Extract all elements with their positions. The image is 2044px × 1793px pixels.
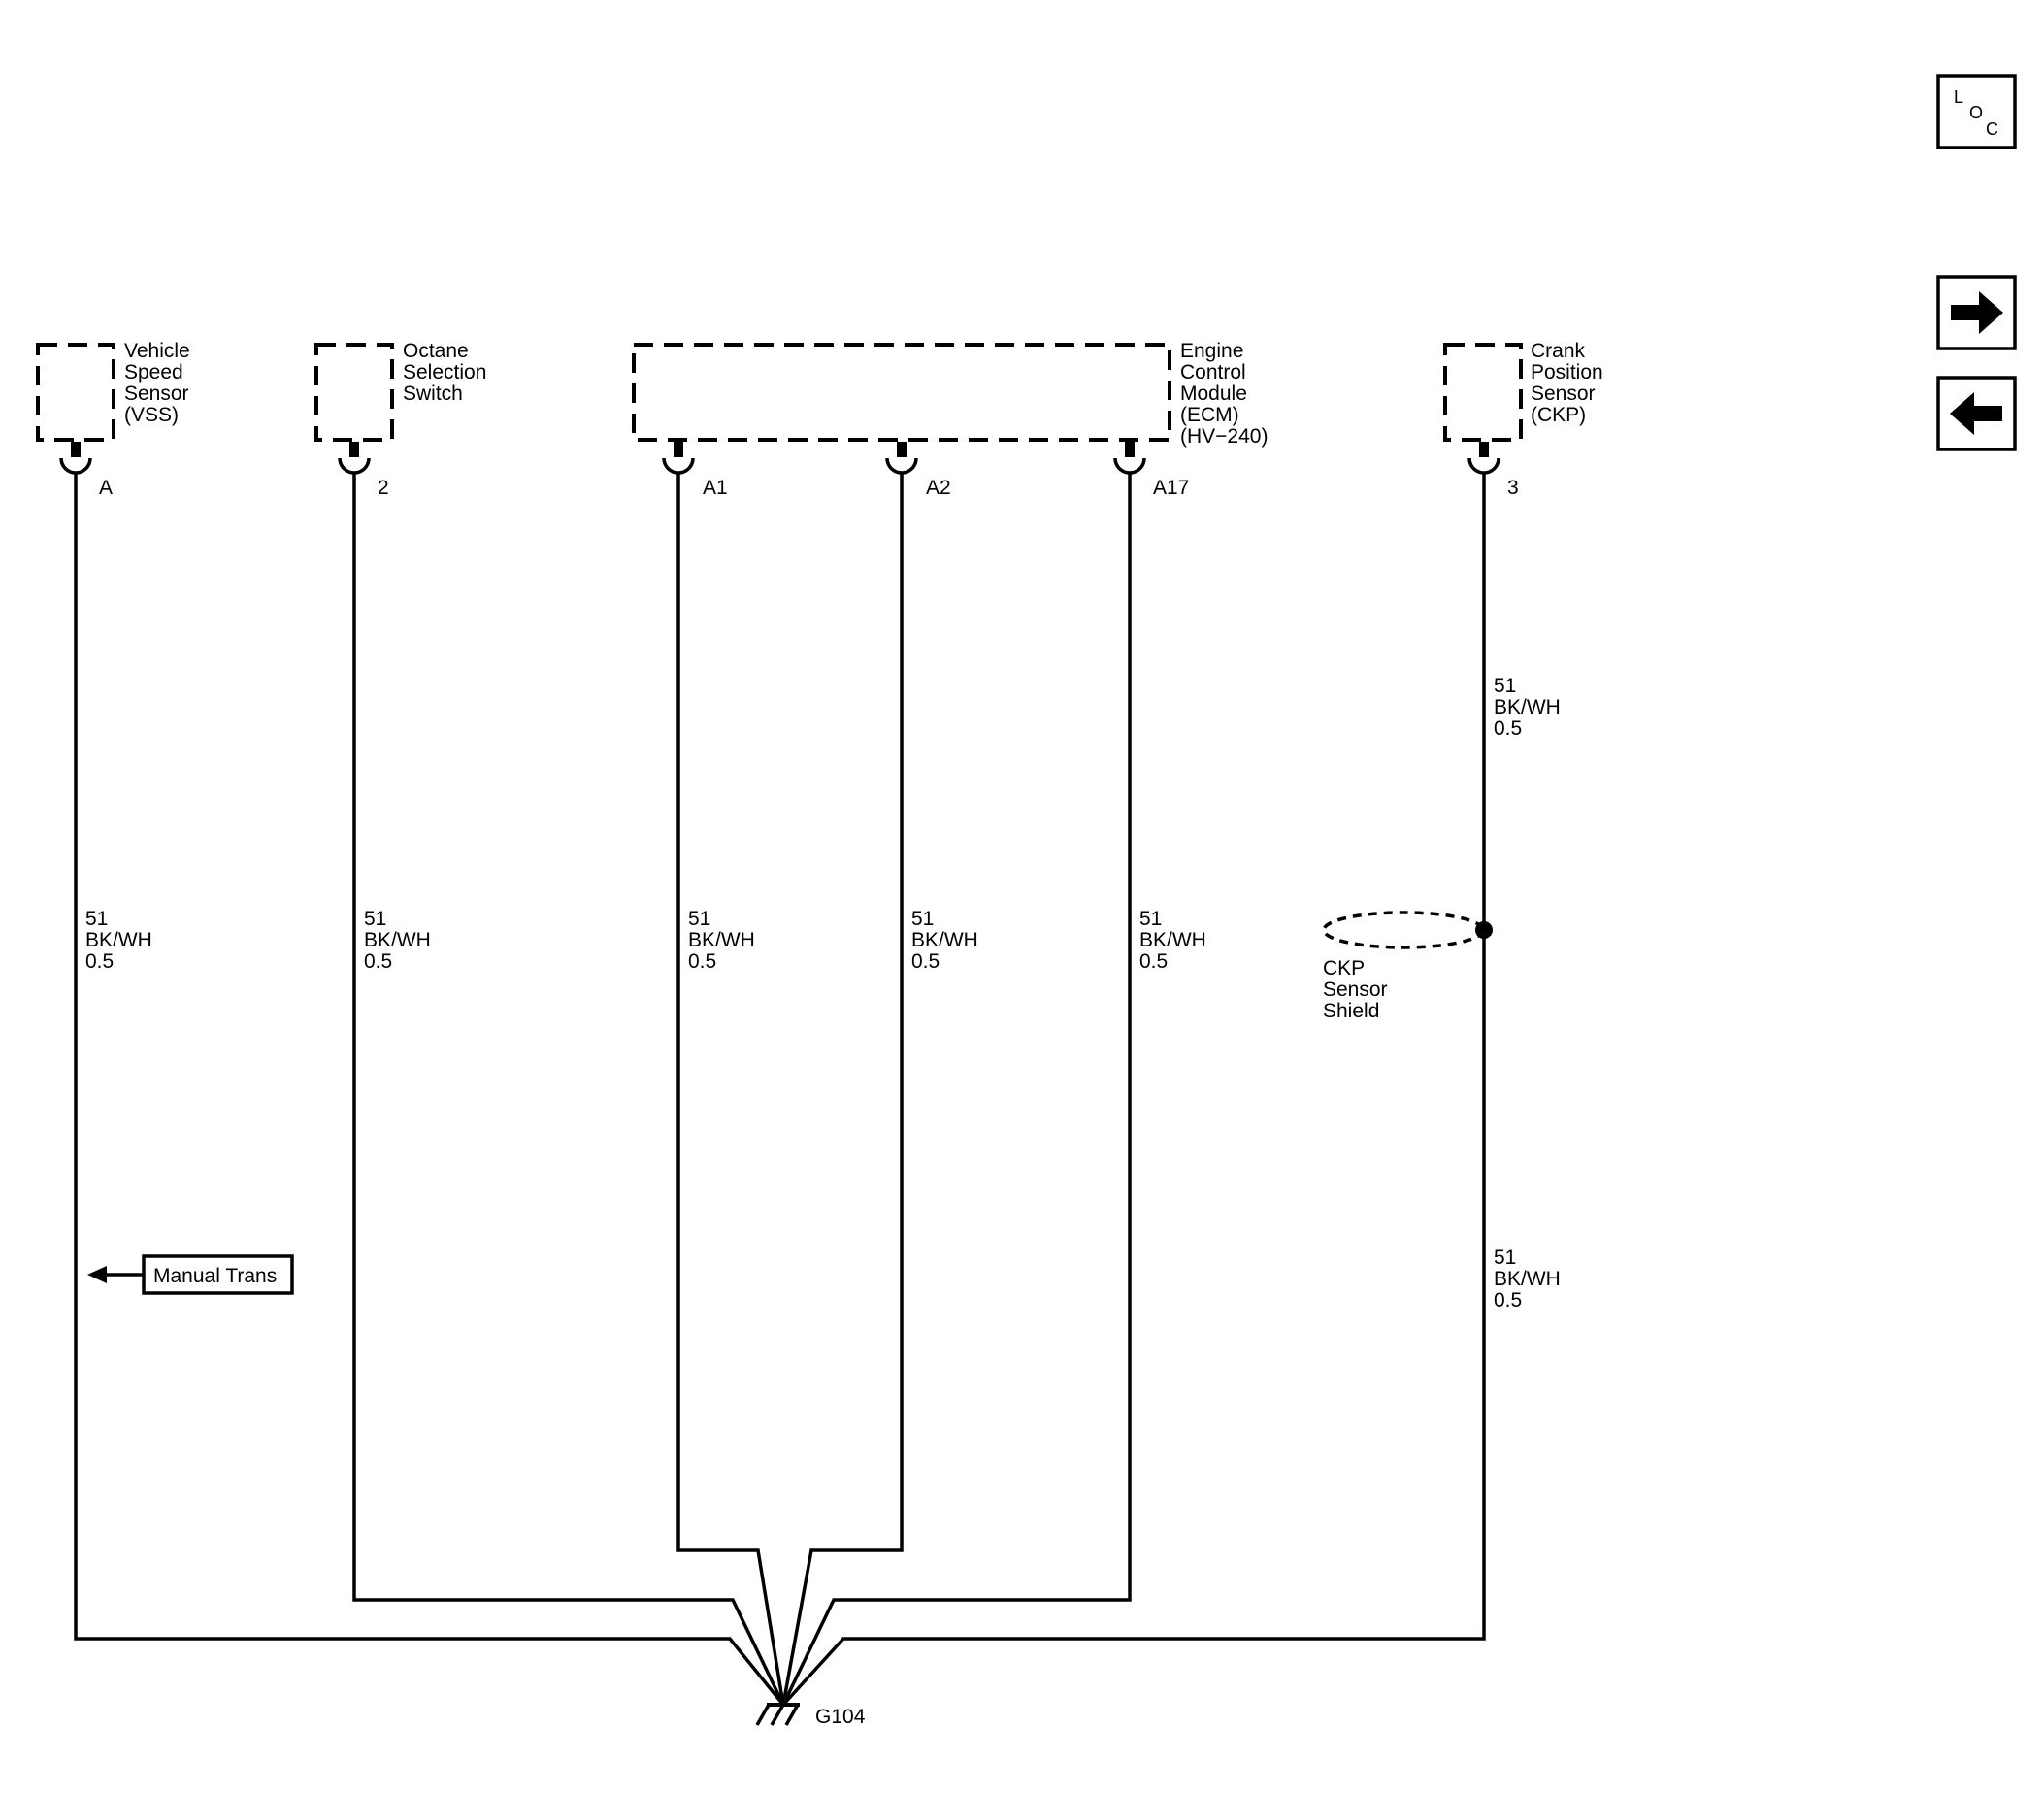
connector-pins <box>59 442 1500 475</box>
shield-label-3: Shield <box>1323 1000 1379 1022</box>
ckp-sensor-shield: CKP Sensor Shield <box>1322 911 1493 1022</box>
manual-trans-box <box>142 1254 294 1295</box>
loc-letter-l: L <box>1954 87 1963 107</box>
loc-letter-c: C <box>1986 119 1998 139</box>
svg-text:0.5: 0.5 <box>364 950 392 973</box>
svg-text:51: 51 <box>1494 1246 1516 1269</box>
shield-ellipse <box>1322 911 1485 949</box>
manual-trans-reference: Manual Trans <box>87 1254 294 1295</box>
svg-text:0.5: 0.5 <box>85 950 114 973</box>
wire-vss <box>74 472 785 1707</box>
pin-label-ecm-a17: A17 <box>1153 477 1189 499</box>
arrow-right-icon <box>1951 291 2003 334</box>
wire-label-ecm-a2: 51 BK/WH 0.5 <box>911 908 978 973</box>
manual-trans-label: Manual Trans <box>153 1265 277 1287</box>
wire-ckp <box>781 472 1486 1707</box>
prev-page-button[interactable] <box>1936 376 2017 451</box>
vss-label-3: Sensor <box>124 382 189 405</box>
arrow-left-icon <box>1950 392 2002 435</box>
wire-oss <box>352 472 785 1706</box>
pin-label-ckp: 3 <box>1507 477 1519 499</box>
ckp-label-4: (CKP) <box>1531 404 1586 426</box>
connector-pin-ecm-a17 <box>1113 442 1146 475</box>
ckp-component: Crank Position Sensor (CKP) <box>1443 340 1603 442</box>
vss-box <box>36 343 115 442</box>
svg-text:51: 51 <box>85 908 108 930</box>
vss-component: Vehicle Speed Sensor (VSS) <box>36 340 190 442</box>
wire-ecm-a1 <box>676 472 785 1706</box>
arrow-left-icon <box>87 1266 107 1283</box>
ecm-label-4: (ECM) <box>1180 404 1239 426</box>
connector-pin-ecm-a2 <box>885 442 918 475</box>
loc-letter-o: O <box>1969 103 1983 122</box>
ecm-label-5: (HV−240) <box>1180 425 1268 448</box>
svg-text:0.5: 0.5 <box>911 950 940 973</box>
svg-text:0.5: 0.5 <box>1494 717 1522 740</box>
ckp-box <box>1443 343 1523 442</box>
oss-label-2: Selection <box>403 361 486 383</box>
svg-text:BK/WH: BK/WH <box>85 929 152 951</box>
vss-label-1: Vehicle <box>124 340 190 362</box>
ckp-label-1: Crank <box>1531 340 1586 362</box>
loc-button[interactable]: L O C <box>1936 74 2017 149</box>
vss-label-4: (VSS) <box>124 404 179 426</box>
wire-label-ecm-a1: 51 BK/WH 0.5 <box>688 908 755 973</box>
vss-label-2: Speed <box>124 361 183 383</box>
svg-text:BK/WH: BK/WH <box>1494 696 1561 718</box>
pin-label-ecm-a1: A1 <box>703 477 728 499</box>
oss-label-3: Switch <box>403 382 463 405</box>
pin-label-ecm-a2: A2 <box>926 477 951 499</box>
svg-text:51: 51 <box>364 908 386 930</box>
ecm-label-2: Control <box>1180 361 1246 383</box>
ground-label: G104 <box>815 1706 866 1728</box>
svg-text:BK/WH: BK/WH <box>364 929 431 951</box>
svg-text:BK/WH: BK/WH <box>1494 1268 1561 1290</box>
ecm-box <box>632 343 1171 442</box>
svg-text:BK/WH: BK/WH <box>1139 929 1206 951</box>
connector-pin-ckp <box>1467 442 1500 475</box>
svg-text:BK/WH: BK/WH <box>688 929 755 951</box>
wire-ecm-a17 <box>781 472 1132 1706</box>
connector-pin-vss <box>59 442 92 475</box>
ground-g104: G104 <box>755 1703 866 1728</box>
oss-label-1: Octane <box>403 340 469 362</box>
wire-label-oss: 51 BK/WH 0.5 <box>364 908 431 973</box>
wire-label-vss: 51 BK/WH 0.5 <box>85 908 152 973</box>
shield-label-1: CKP <box>1323 957 1365 980</box>
wire-label-ecm-a17: 51 BK/WH 0.5 <box>1139 908 1206 973</box>
wire-ecm-a2 <box>781 472 904 1706</box>
ground-icon <box>755 1704 771 1726</box>
svg-text:51: 51 <box>688 908 710 930</box>
svg-text:0.5: 0.5 <box>1139 950 1168 973</box>
pin-label-vss: A <box>99 477 113 499</box>
connector-pin-oss <box>338 442 371 475</box>
svg-text:51: 51 <box>911 908 934 930</box>
pin-label-oss: 2 <box>378 477 389 499</box>
svg-text:0.5: 0.5 <box>1494 1289 1522 1312</box>
shield-splice-dot <box>1475 921 1493 939</box>
svg-text:BK/WH: BK/WH <box>911 929 978 951</box>
ecm-label-1: Engine <box>1180 340 1243 362</box>
svg-text:51: 51 <box>1139 908 1162 930</box>
connector-pin-ecm-a1 <box>662 442 695 475</box>
wire-label-ckp-upper: 51 BK/WH 0.5 <box>1494 675 1561 740</box>
svg-text:51: 51 <box>1494 675 1516 697</box>
ecm-component: Engine Control Module (ECM) (HV−240) <box>632 340 1268 448</box>
shield-label-2: Sensor <box>1323 979 1388 1001</box>
ckp-label-3: Sensor <box>1531 382 1596 405</box>
oss-box <box>314 343 394 442</box>
oss-component: Octane Selection Switch <box>314 340 486 442</box>
next-page-button[interactable] <box>1936 275 2017 350</box>
wire-label-ckp-lower: 51 BK/WH 0.5 <box>1494 1246 1561 1312</box>
ckp-label-2: Position <box>1531 361 1603 383</box>
svg-text:0.5: 0.5 <box>688 950 716 973</box>
ecm-label-3: Module <box>1180 382 1247 405</box>
wires <box>74 472 1486 1707</box>
